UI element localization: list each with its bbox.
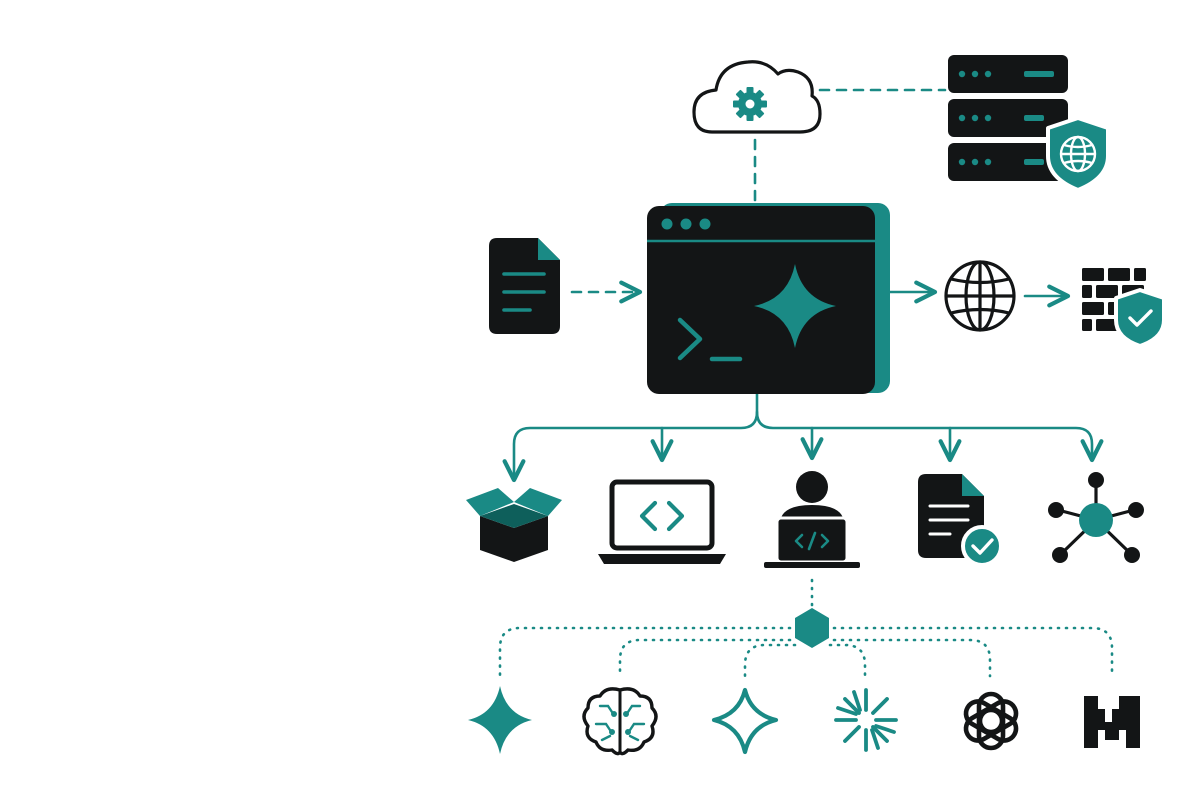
network-hub-icon xyxy=(1048,472,1144,563)
firewall-shield-check-icon xyxy=(1082,268,1166,348)
hub-link-1 xyxy=(498,626,792,678)
server-stack-shield-globe-icon xyxy=(948,55,1110,192)
terminal-branch-stem xyxy=(502,391,759,483)
hub-link-3 xyxy=(743,643,797,678)
starburst-icon xyxy=(834,688,898,752)
developer-laptop-icon xyxy=(764,471,860,568)
shield-check-icon xyxy=(1114,288,1166,348)
terminal-prompt-chevron xyxy=(677,317,703,361)
terminal-branch-right xyxy=(755,410,1104,463)
knot-logo-icon xyxy=(963,691,1019,751)
brain-circuit-icon xyxy=(582,687,658,756)
package-box-icon xyxy=(466,488,562,562)
laptop-code-icon xyxy=(598,479,726,564)
hub-link-2 xyxy=(618,638,792,678)
hub-link-5 xyxy=(832,638,992,678)
hub-link-4 xyxy=(828,643,867,678)
terminal-window-sparkle-icon xyxy=(647,203,890,394)
provider-connectors xyxy=(498,578,1114,678)
m-logo-icon xyxy=(1084,696,1140,748)
cloud-gear-icon xyxy=(692,60,822,134)
sparkle-icon xyxy=(754,264,836,348)
document-check-icon xyxy=(918,474,1003,567)
hexagon-hub-icon xyxy=(795,608,829,648)
connectors xyxy=(502,88,1104,483)
document-icon xyxy=(489,238,560,334)
hub-link-6 xyxy=(832,626,1114,678)
sparkle-filled-icon xyxy=(468,686,532,754)
globe-icon xyxy=(944,260,1016,332)
sparkle-outline-icon xyxy=(711,687,779,755)
